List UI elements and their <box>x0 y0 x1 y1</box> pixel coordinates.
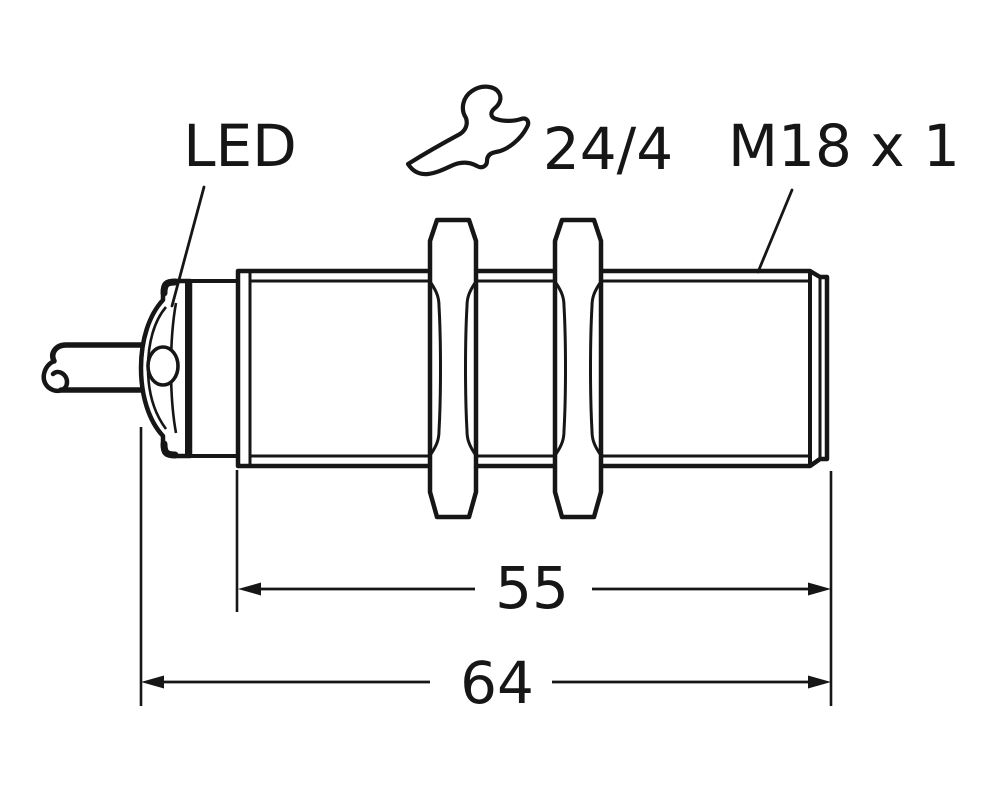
hex-nut-2-outline <box>552 217 604 520</box>
arrowhead-64-left <box>141 675 164 689</box>
wrench-icon <box>405 84 531 177</box>
wrench-size-callout: 24/4 <box>405 84 673 183</box>
hex-nut-2-facet-right <box>589 282 602 455</box>
dimension-label-55: 55 <box>495 554 569 622</box>
cable-break-squiggle <box>41 358 70 394</box>
led-label: LED <box>183 112 297 180</box>
cable <box>41 342 146 394</box>
hex-nut-1-facet-left <box>429 282 442 455</box>
dimension-barrel-length: 55 <box>235 470 833 706</box>
hex-nut-1-facet-right <box>464 282 477 455</box>
threaded-barrel <box>235 268 830 469</box>
thread-root-lines <box>250 279 810 458</box>
thread-spec-label: M18 x 1 <box>728 112 960 180</box>
dimension-label-64: 64 <box>460 649 534 717</box>
rear-body-lines <box>189 279 240 458</box>
hex-nut-1-outline <box>427 217 479 520</box>
wrench-size-label: 24/4 <box>543 115 673 183</box>
led-dome-bump <box>146 345 180 387</box>
cap-corner-bottom <box>160 440 179 459</box>
arrowhead-55-left <box>238 582 261 596</box>
leader-lines <box>170 185 794 308</box>
led-leader-line <box>170 185 206 308</box>
front-cap <box>138 278 193 459</box>
hex-nut-2-facet-left <box>554 282 567 455</box>
thread-leader-line <box>756 188 794 274</box>
hex-nut-1 <box>427 217 479 520</box>
hex-nut-2 <box>552 217 604 520</box>
barrel-outline <box>235 268 830 469</box>
arrowhead-64-right <box>808 675 831 689</box>
cap-corner-top <box>160 278 179 297</box>
arrowhead-55-right <box>808 582 831 596</box>
cable-top-line <box>50 342 146 364</box>
dimension-overall-length: 64 <box>139 427 831 717</box>
rear-body <box>189 279 240 458</box>
